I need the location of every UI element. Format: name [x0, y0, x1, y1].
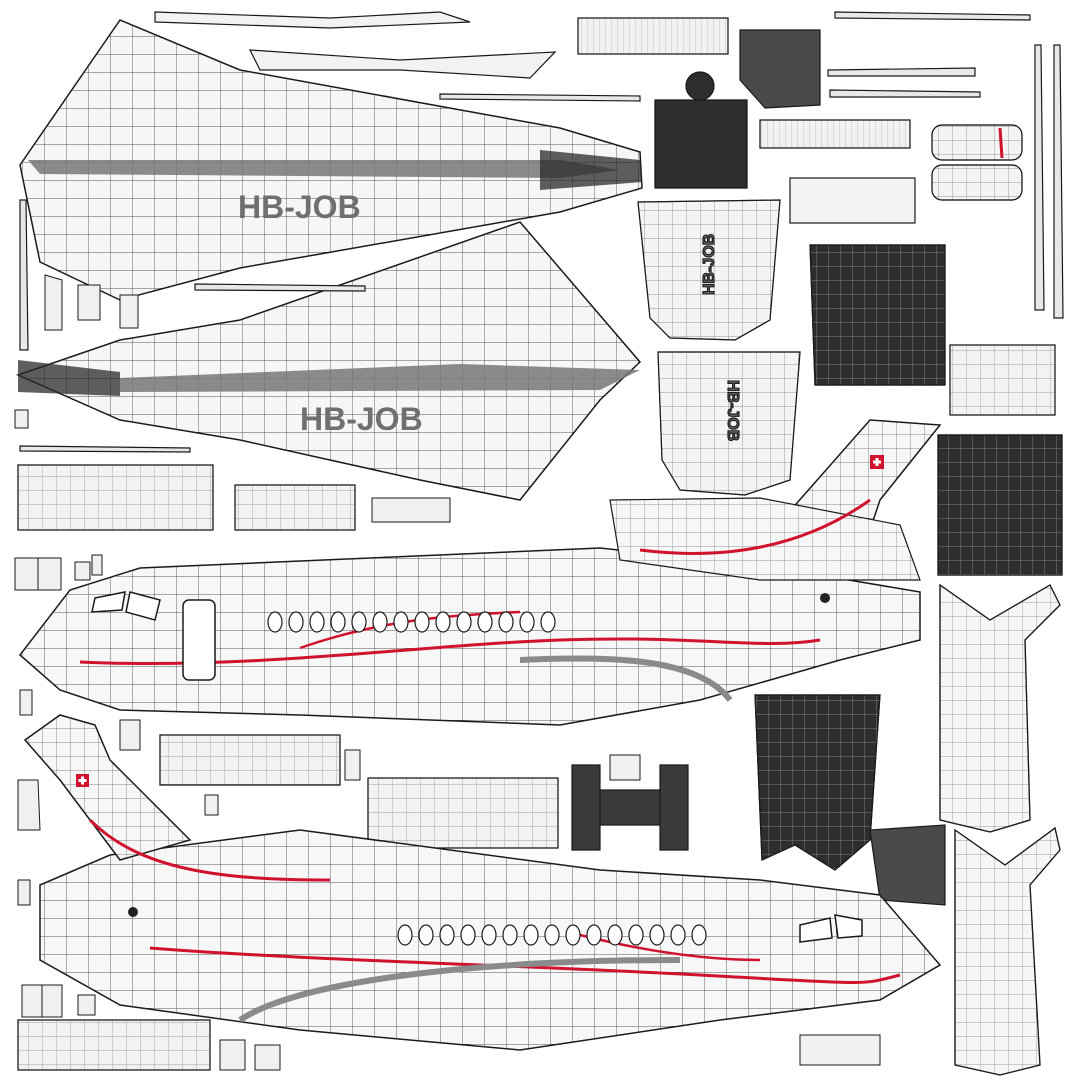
registration-label-nacelle-a: HB-JOB: [701, 234, 718, 295]
cabin-windows-right: [397, 924, 707, 946]
cabin-window: [544, 924, 560, 946]
cabin-window: [351, 611, 367, 633]
cabin-window: [418, 924, 434, 946]
tailplane-uv: [939, 583, 1061, 1076]
cabin-window: [477, 611, 493, 633]
cabin-window: [439, 924, 455, 946]
cabin-window: [330, 611, 346, 633]
cabin-window: [414, 611, 430, 633]
cabin-window: [435, 611, 451, 633]
cabin-window: [519, 611, 535, 633]
cabin-window: [502, 924, 518, 946]
cabin-window: [565, 924, 581, 946]
dark-engine-pieces: [571, 29, 1063, 906]
cabin-window: [670, 924, 686, 946]
cabin-window: [372, 611, 388, 633]
cabin-window: [540, 611, 556, 633]
cabin-window: [288, 611, 304, 633]
cabin-window: [691, 924, 707, 946]
cabin-window: [523, 924, 539, 946]
cabin-window: [586, 924, 602, 946]
cabin-window: [481, 924, 497, 946]
swiss-cross-icon: [870, 455, 884, 469]
cabin-window: [397, 924, 413, 946]
fuselage-left-uv: [18, 419, 942, 726]
control-surface-panels: [17, 11, 1056, 1071]
registration-label-lower-wing: HB-JOB: [300, 401, 423, 437]
cabin-window: [460, 924, 476, 946]
cabin-window: [628, 924, 644, 946]
window-panel-uv: [931, 124, 1023, 201]
small-parts: [14, 274, 881, 1071]
cabin-window: [607, 924, 623, 946]
engine-nacelle-uv: HB-JOB HB-JOB: [637, 199, 801, 496]
swiss-cross-icon: [76, 774, 89, 787]
cabin-window: [267, 611, 283, 633]
wing-upper-uv: HB-JOB: [19, 19, 643, 301]
cabin-window: [309, 611, 325, 633]
registration-label-upper-wing: HB-JOB: [238, 189, 361, 225]
cabin-windows-left: [267, 611, 556, 633]
strut-rods: [19, 11, 1064, 453]
cabin-window: [456, 611, 472, 633]
registration-label-nacelle-b: HB-JOB: [724, 380, 741, 441]
cabin-window: [393, 611, 409, 633]
cabin-window: [649, 924, 665, 946]
cabin-window: [498, 611, 514, 633]
wing-lower-uv: HB-JOB: [15, 221, 642, 501]
